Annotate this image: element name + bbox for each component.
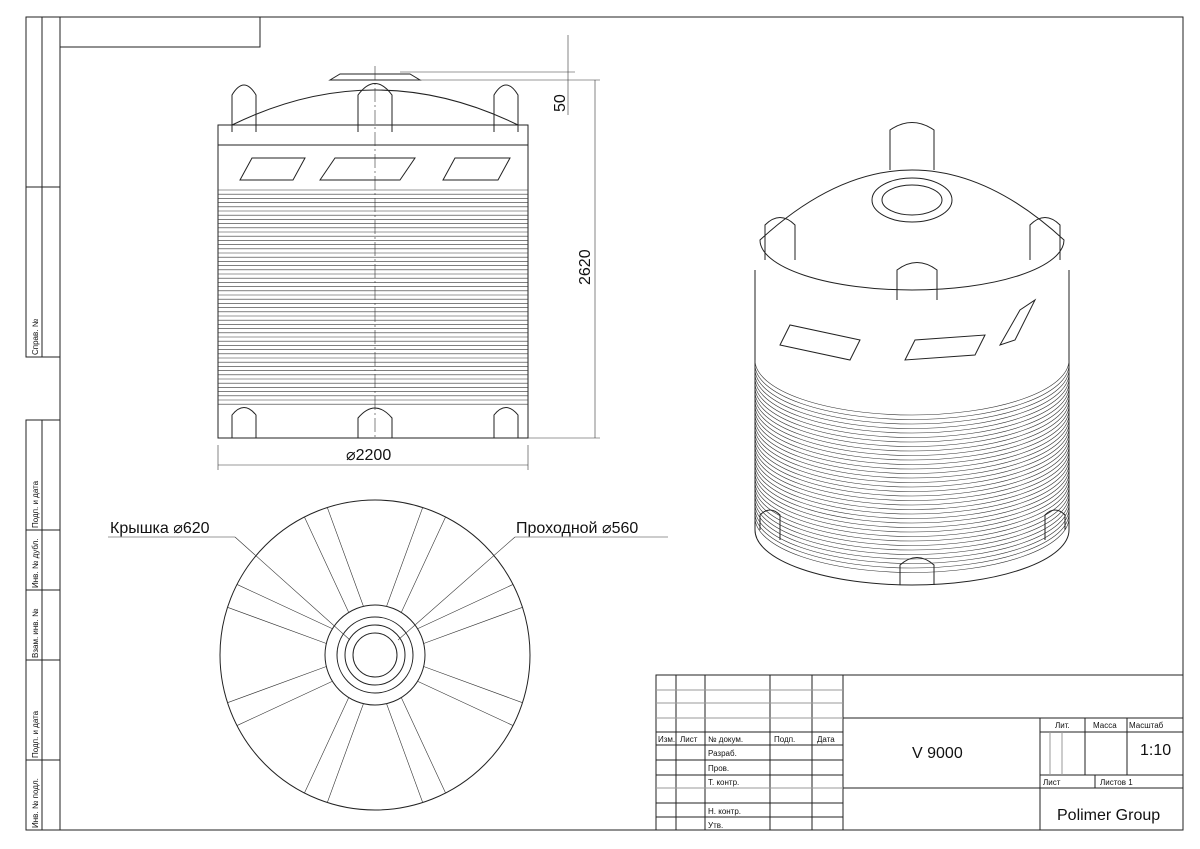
roof-rib-line	[400, 697, 446, 794]
tb-role-prov: Пров.	[708, 764, 729, 773]
tank-rib	[754, 449, 1070, 506]
roof-rib-line	[227, 607, 327, 644]
tb-header-izm: Изм.	[658, 735, 675, 744]
roof-rib-line	[400, 516, 446, 613]
tank-rib	[754, 440, 1070, 497]
strip-sprav: Справ. №	[31, 318, 40, 355]
tank-rib	[754, 382, 1070, 438]
tb-scale: 1:10	[1140, 742, 1171, 759]
tank-rib	[754, 400, 1070, 456]
tank-rib	[754, 512, 1070, 569]
tb-mass: Масса	[1093, 721, 1117, 730]
tank-rib	[754, 490, 1070, 546]
tb-role-nkontr: Н. контр.	[708, 807, 741, 816]
tb-header-list: Лист	[680, 735, 698, 744]
tb-scale-label: Масштаб	[1129, 721, 1164, 730]
tb-company: Polimer Group	[1057, 807, 1160, 824]
tank-rib	[754, 485, 1070, 542]
dim-height: 2620	[577, 249, 594, 285]
tank-rib	[754, 422, 1070, 479]
top-view	[108, 499, 668, 811]
tb-sheet: Лист	[1043, 778, 1061, 787]
tank-rib	[754, 427, 1070, 483]
tank-rib	[754, 391, 1070, 447]
tank-rib	[754, 445, 1070, 501]
roof-rib-line	[386, 703, 423, 803]
tank-rib	[754, 395, 1070, 452]
tb-role-razrab: Разраб.	[708, 749, 737, 758]
roof-rib-line	[417, 680, 514, 726]
front-view	[217, 35, 600, 470]
strip-vzam-inv: Взам. инв. №	[31, 608, 40, 658]
roof-rib-line	[304, 697, 350, 794]
tank-rib	[754, 503, 1070, 560]
tank-rib	[754, 481, 1070, 537]
tank-rib	[754, 508, 1070, 564]
tank-rib	[754, 373, 1070, 429]
roof-rib-line	[327, 507, 364, 607]
tank-rib	[754, 359, 1070, 416]
tb-header-doc: № докум.	[708, 735, 743, 744]
tank-rib	[754, 418, 1070, 474]
tank-rib	[754, 494, 1070, 551]
strip-podp-data-2: Подп. и дата	[31, 710, 40, 758]
tank-rib	[754, 517, 1070, 573]
tank-rib	[754, 431, 1070, 488]
tank-rib	[754, 467, 1070, 524]
dim-cap-offset: 50	[552, 94, 569, 112]
roof-rib-line	[236, 680, 333, 726]
roof-rib-line	[304, 516, 350, 613]
lid-label: Крышка ⌀620	[110, 520, 210, 537]
tank-rib	[754, 404, 1070, 461]
tank-rib	[754, 454, 1070, 510]
tank-rib	[754, 458, 1070, 515]
tank-rib	[754, 368, 1070, 425]
tank-rib	[754, 413, 1070, 470]
strip-podp-data-1: Подп. и дата	[31, 480, 40, 528]
tank-rib	[754, 386, 1070, 443]
tank-rib	[754, 436, 1070, 492]
tank-rib	[754, 499, 1070, 555]
dim-diameter: ⌀2200	[346, 447, 391, 464]
tank-rib	[754, 409, 1070, 465]
roof-rib-line	[423, 666, 523, 703]
tb-header-data: Дата	[817, 735, 835, 744]
isometric-view	[754, 122, 1070, 586]
tank-rib	[754, 463, 1070, 519]
tank-rib	[754, 476, 1070, 533]
strip-inv-podl: Инв. № подл.	[31, 778, 40, 828]
tb-header-podp: Подп.	[774, 735, 795, 744]
roof-rib-line	[417, 584, 514, 630]
manhole-label: Проходной ⌀560	[516, 520, 638, 537]
title-block	[655, 674, 1184, 831]
roof-rib-line	[327, 703, 364, 803]
roof-rib-line	[423, 607, 523, 644]
tb-sheets: Листов 1	[1100, 778, 1133, 787]
tb-role-utv: Утв.	[708, 821, 723, 830]
tank-rib	[754, 377, 1070, 434]
tb-role-tkontr: Т. контр.	[708, 778, 739, 787]
roof-rib-line	[227, 666, 327, 703]
drawing-frame	[25, 16, 1184, 831]
tank-rib	[754, 364, 1070, 420]
strip-inv-dubl: Инв. № дубл.	[31, 538, 40, 588]
roof-rib-line	[236, 584, 333, 630]
tb-lit: Лит.	[1055, 721, 1070, 730]
roof-rib-line	[386, 507, 423, 607]
tank-rib	[754, 472, 1070, 528]
tb-designation: V 9000	[912, 745, 963, 762]
